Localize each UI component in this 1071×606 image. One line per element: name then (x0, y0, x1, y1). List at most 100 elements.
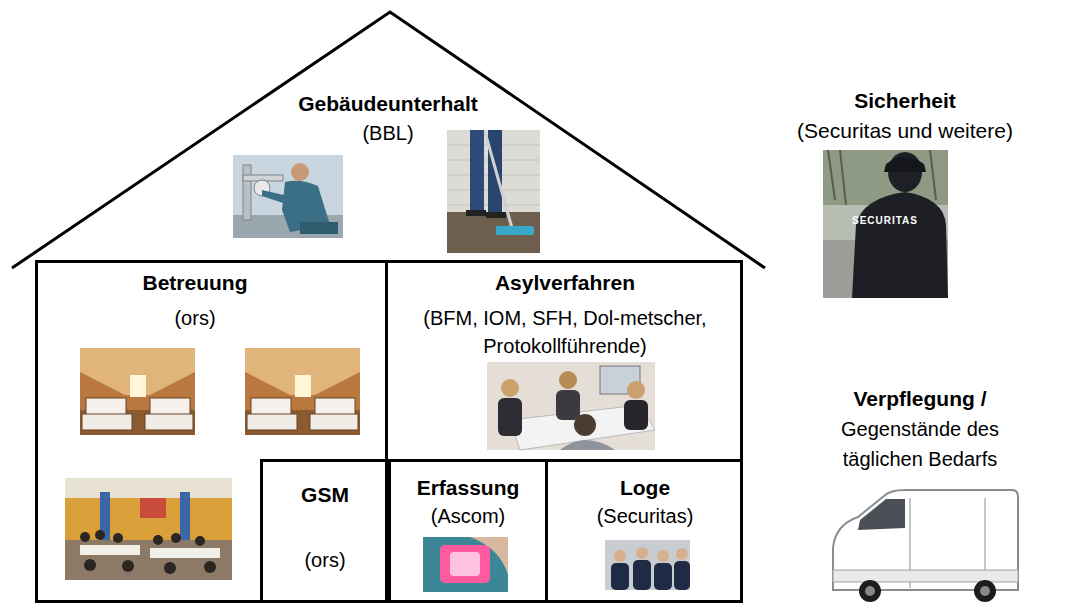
illustration-part-part (657, 550, 669, 562)
cleaning-photo-part (470, 130, 484, 212)
fingerprint-photo-part (423, 537, 508, 592)
cleaning-photo-part (466, 210, 486, 216)
interview-photo-part (627, 381, 645, 399)
plumber-photo-part (243, 165, 251, 220)
fingerprint-photo-part (470, 537, 508, 575)
box-heading: Asylverfahren (415, 269, 715, 297)
illustration-part-part (611, 563, 629, 590)
interview-photo-part (498, 398, 522, 436)
delivery-van-part (833, 570, 1018, 582)
plumber-photo (233, 155, 343, 238)
dormitory-photo-part (80, 410, 195, 435)
roof-section: Gebäudeunterhalt(BBL) (12, 12, 765, 268)
interview-photo-part (556, 390, 580, 420)
cleaning-photo-part (447, 130, 540, 253)
box-heading: Gebäudeunterhalt (228, 90, 548, 118)
dormitory-photo (80, 348, 195, 435)
cleaning-photo (447, 130, 540, 253)
dormitory-photo-part (251, 398, 291, 416)
guard-photo-part (823, 150, 948, 298)
jacket-print: SECURITAS (840, 214, 930, 228)
interview-photo-part (559, 371, 577, 389)
delivery-van-part (833, 490, 1018, 590)
dormitory-photo (245, 348, 360, 435)
illustration-part-part (84, 559, 96, 571)
text-group: Erfassung(Ascom) (391, 474, 546, 530)
delivery-van-part (984, 498, 986, 575)
service-box: Erfassung(Ascom) (385, 459, 548, 603)
dormitory-photo-part (80, 348, 195, 435)
illustration-part-part (153, 535, 163, 545)
interview-photo-part (560, 440, 615, 450)
plumber-photo-part (300, 222, 338, 234)
dormitory-photo-part (295, 375, 311, 397)
plumber-photo-part (291, 163, 309, 181)
dormitory-photo-part (145, 414, 193, 430)
illustration-part (611, 560, 690, 590)
dormitory-photo-part (82, 414, 132, 430)
plumber-photo-part (233, 155, 343, 238)
fingerprint-photo (423, 537, 508, 592)
fingerprint-photo-part (440, 545, 490, 583)
box-subtext: (Securitas) (550, 502, 740, 530)
box-subtext: (Ascom) (391, 502, 546, 530)
dining-photo-part (65, 478, 232, 498)
dormitory-photo-part (247, 414, 297, 430)
illustration-part-part (113, 533, 123, 543)
dining-photo-part (150, 548, 220, 558)
interview-photo-part (501, 379, 519, 397)
dining-photo-part (80, 545, 140, 555)
guard-photo-part (852, 192, 948, 298)
delivery-van-part (858, 499, 905, 530)
service-box: GSM(ors) (260, 459, 391, 603)
text-group: Betreuung(ors) (45, 269, 345, 332)
loge-photo-part (605, 540, 690, 590)
text-group: Loge(Securitas) (550, 474, 740, 530)
text-group: Asylverfahren (BFM, IOM, SFH, Dol-metsche… (415, 269, 715, 360)
illustration-part-part (95, 530, 105, 540)
box-subtext: (ors) (45, 304, 345, 332)
delivery-van-part (859, 580, 881, 602)
illustration-part-part (204, 561, 216, 573)
dormitory-photo-part (150, 398, 190, 416)
illustration-part-part (674, 561, 690, 590)
illustration-part-part (636, 547, 648, 559)
service-box: Betreuung(ors) GSM(ors) (35, 260, 388, 603)
cleaning-photo-part (496, 226, 534, 235)
guard-photo (823, 150, 948, 298)
illustration-part-part (164, 562, 176, 574)
illustration-part-part (80, 532, 90, 542)
dining-photo (65, 478, 232, 580)
fingerprint-photo-part (450, 552, 480, 576)
dormitory-photo-part (310, 414, 358, 430)
interview-photo-part (624, 400, 648, 430)
roof-line (12, 12, 765, 268)
plumber-photo-part (262, 190, 288, 204)
illustration-part-part (654, 563, 672, 590)
cleaning-photo-part (485, 132, 512, 228)
illustration-part-part (122, 560, 134, 572)
dining-photo-part (65, 540, 232, 580)
box-subtext: (BFM, IOM, SFH, Dol-metscher, Protokollf… (415, 304, 715, 360)
side-heading: Sicherheit (785, 86, 1025, 116)
box-heading: Loge (550, 474, 740, 502)
illustration-part-part (676, 548, 688, 560)
dormitory-photo-part (245, 348, 360, 435)
box-subtext: (BBL) (228, 119, 548, 147)
service-box: Asylverfahren (BFM, IOM, SFH, Dol-metsche… (385, 260, 743, 462)
text-group: Gebäudeunterhalt(BBL) (228, 90, 548, 147)
loge-photo (605, 540, 690, 590)
dormitory-photo-part (130, 375, 146, 397)
text-group: GSM(ors) (265, 481, 385, 574)
illustration-part-part (614, 550, 626, 562)
dining-photo-part (140, 498, 166, 518)
interview-photo (487, 362, 655, 450)
dormitory-photo-part (245, 410, 360, 435)
side-subheading: Gegenstände des täglichen Bedarfs (840, 414, 1000, 474)
box-subtext: (ors) (265, 546, 385, 574)
service-box: Loge(Securitas) (545, 459, 743, 603)
side-subheading: (Securitas und weitere) (760, 116, 1050, 146)
side-heading: Verpflegung / (810, 384, 1030, 414)
interview-photo-part (574, 414, 596, 436)
